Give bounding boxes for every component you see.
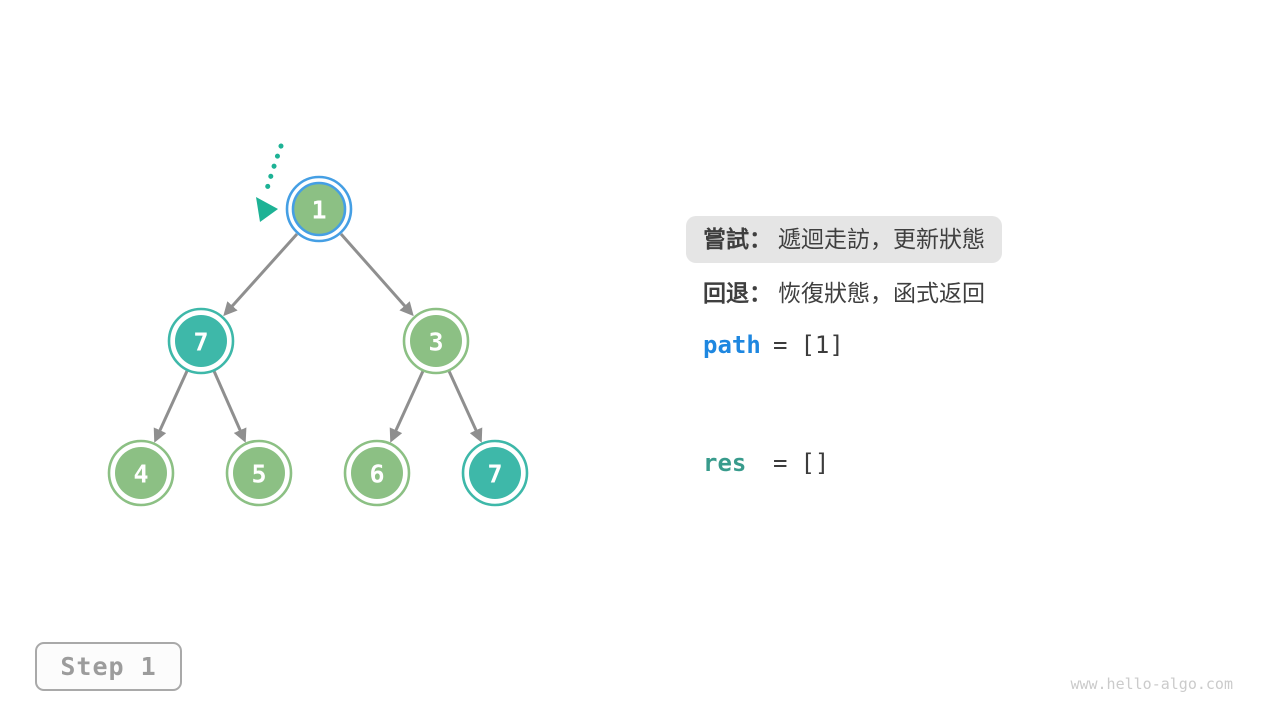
res-value: [] (800, 449, 830, 477)
backtrack-label: 回退： (703, 280, 772, 306)
cursor-arrowhead-icon (256, 197, 278, 222)
res-variable-name: res (703, 449, 747, 477)
backtrack-action-line: 回退：恢復狀態，函式返回 (703, 279, 985, 308)
tree-node-6: 6 (343, 439, 411, 507)
try-action-highlight: 嘗試：遞迴走訪，更新狀態 (686, 216, 1002, 263)
res-variable-line: res = [] (703, 449, 829, 477)
node-circle (351, 447, 403, 499)
node-circle (291, 181, 347, 237)
site-watermark: www.hello-algo.com (1070, 675, 1233, 693)
binary-tree-diagram: 1 7 3 4 5 6 7 (107, 143, 529, 507)
tree-node-7-right: 7 (461, 439, 529, 507)
try-label: 嘗試： (703, 226, 772, 252)
node-circle (410, 315, 462, 367)
node-outer-ring (285, 175, 353, 243)
node-value: 1 (311, 196, 326, 225)
path-variable-name: path (703, 331, 761, 359)
node-circle (469, 447, 521, 499)
node-outer-ring (107, 439, 175, 507)
node-outer-ring (343, 439, 411, 507)
path-variable-line: path = [1] (703, 331, 844, 359)
edge-1-to-7 (223, 232, 299, 317)
node-value: 4 (133, 460, 148, 489)
node-value: 7 (193, 328, 208, 357)
tree-node-3: 3 (402, 307, 470, 375)
tree-node-4: 4 (107, 439, 175, 507)
tree-edges (153, 232, 483, 443)
node-circle (115, 447, 167, 499)
tree-node-5: 5 (225, 439, 293, 507)
edge-7-to-5 (212, 370, 247, 443)
traversal-cursor-arrow (256, 143, 284, 222)
edge-1-to-3 (339, 233, 414, 317)
edge-3-to-6 (389, 370, 425, 443)
node-value: 3 (428, 328, 443, 357)
cursor-dotted-trail (262, 143, 284, 199)
edge-3-to-7 (447, 370, 483, 443)
node-value: 7 (487, 460, 502, 489)
node-circle (233, 447, 285, 499)
edge-7-to-4 (153, 370, 189, 443)
tree-node-1-current: 1 (285, 175, 353, 243)
step-badge-label: Step 1 (60, 652, 157, 681)
node-outer-ring (225, 439, 293, 507)
node-value: 6 (369, 460, 384, 489)
path-value: [1] (800, 331, 844, 359)
res-equals-sign: = (773, 449, 788, 477)
node-value: 5 (251, 460, 266, 489)
backtrack-text: 恢復狀態，函式返回 (778, 280, 985, 306)
node-outer-ring (167, 307, 235, 375)
try-text: 遞迴走訪，更新狀態 (778, 226, 985, 252)
path-equals-sign: = (773, 331, 788, 359)
tree-node-7-left: 7 (167, 307, 235, 375)
step-badge: Step 1 (35, 642, 182, 691)
node-circle (175, 315, 227, 367)
node-outer-ring (461, 439, 529, 507)
node-outer-ring (402, 307, 470, 375)
